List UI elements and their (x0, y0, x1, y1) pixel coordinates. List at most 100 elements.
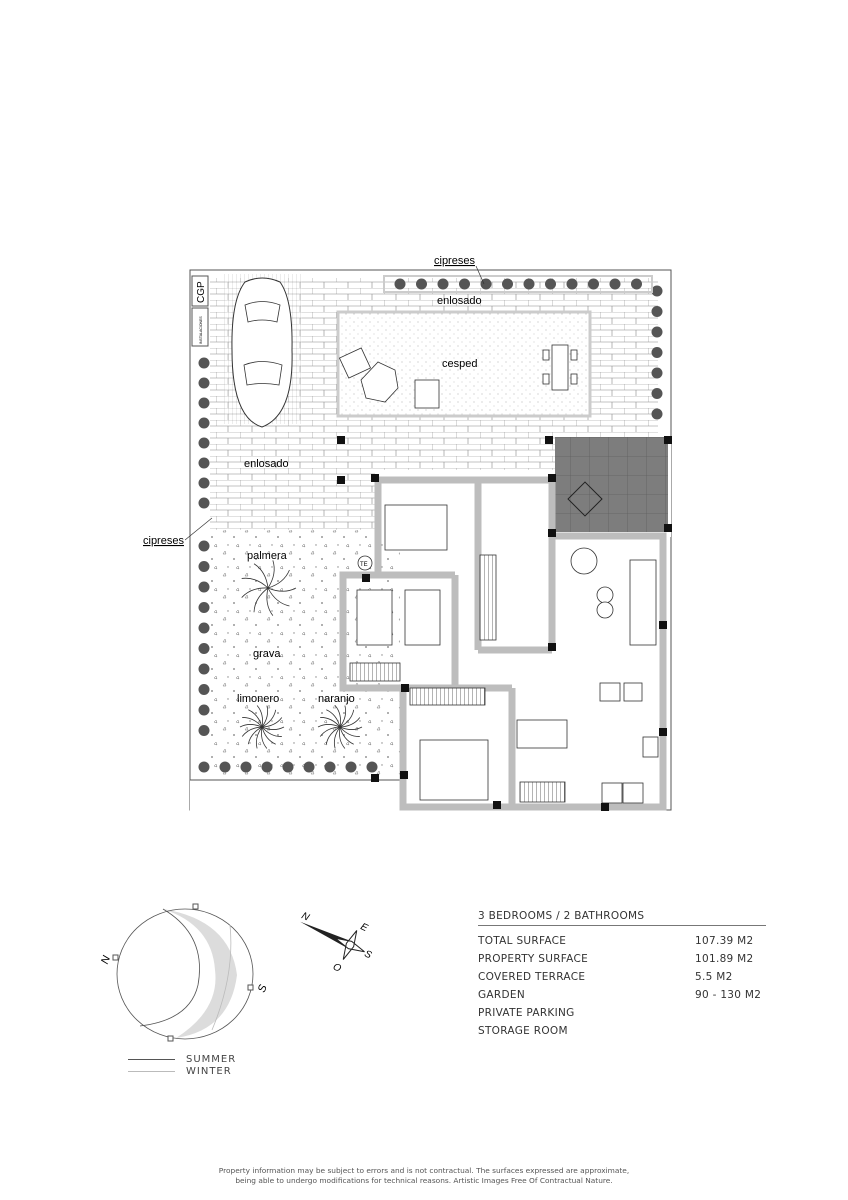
spec-value: 107.39 M2 (695, 935, 754, 947)
enlosado-left-label: enlosado (244, 458, 289, 470)
pillar (371, 474, 379, 482)
wardrobe-3 (409, 687, 486, 706)
summer-label: SUMMER (186, 1053, 237, 1065)
cypress-icon (198, 561, 210, 572)
cypress-icon (651, 367, 663, 379)
spec-label: PRIVATE PARKING (478, 1007, 575, 1019)
cypress-icon (651, 388, 663, 399)
specs-heading: 3 BEDROOMS / 2 BATHROOMS (478, 910, 766, 926)
pillar (548, 643, 556, 651)
cypress-icon (651, 285, 663, 297)
palm-tree-icon (241, 560, 297, 616)
cypress-icon (651, 306, 663, 317)
winter-line (128, 1070, 175, 1072)
cypress-icon (437, 278, 449, 290)
pillar (664, 524, 672, 532)
grava-label: grava (253, 648, 281, 660)
wardrobe-2 (349, 662, 401, 682)
pillar (337, 436, 345, 444)
cypress-icon (198, 357, 210, 369)
pillar (601, 803, 609, 811)
terrace-table (567, 481, 603, 517)
summer-line (128, 1058, 175, 1060)
plants (239, 560, 363, 749)
cypress-icon (198, 684, 210, 695)
cypress-icon (416, 278, 427, 290)
cypress-icon (198, 437, 210, 449)
spec-label: GARDEN (478, 989, 525, 1001)
disclaimer: Property information may be subject to e… (0, 1166, 848, 1185)
installations-label: INSTALACIONES (199, 316, 203, 344)
spec-label: TOTAL SURFACE (478, 935, 567, 947)
cypress-icon (566, 278, 578, 290)
cypress-icon (198, 540, 210, 552)
pillar (659, 621, 667, 629)
cypress-icon (198, 377, 210, 389)
cypress-icon (261, 761, 273, 773)
cypress-icon (609, 278, 621, 290)
cipreses-left-label: cipreses (143, 535, 184, 547)
cypress-icon (240, 761, 252, 773)
cypress-icon (394, 278, 406, 290)
property-specs: 3 BEDROOMS / 2 BATHROOMS TOTAL SURFACE 10… (478, 910, 766, 1040)
cypress-icon (545, 278, 556, 290)
pillar (400, 771, 408, 779)
disclaimer-line-1: Property information may be subject to e… (218, 1166, 630, 1175)
compass-s: S (362, 949, 373, 962)
wardrobe-1 (479, 554, 497, 641)
spec-label: STORAGE ROOM (478, 1025, 568, 1037)
cypress-icon (198, 417, 210, 429)
bed-2b (404, 589, 441, 646)
spec-row: STORAGE ROOM (478, 1022, 766, 1040)
cypress-icon (198, 477, 210, 489)
cypress-icon (198, 457, 210, 469)
cypress-icon (480, 278, 492, 290)
cypress-icon (198, 704, 210, 716)
cypress-icon (459, 278, 470, 290)
cypress-icon (198, 622, 210, 634)
spec-row: TOTAL SURFACE 107.39 M2 (478, 932, 766, 950)
cypress-icon (345, 761, 357, 773)
sofa (629, 559, 657, 646)
pillar (337, 476, 345, 484)
cypress-icon (198, 581, 210, 593)
gravel-garden (210, 530, 400, 778)
cypress-icon (651, 326, 663, 338)
naranjo-label: naranjo (318, 693, 355, 705)
palmera-label: palmera (247, 550, 288, 562)
cypress-icon (198, 602, 210, 613)
spec-label: PROPERTY SURFACE (478, 953, 589, 965)
cgp-label: CGP (196, 281, 207, 303)
bed-2a (356, 589, 393, 646)
cypress-icon (303, 761, 315, 773)
cypress-icon (523, 278, 535, 290)
cypress-icon (502, 278, 513, 290)
pillar (664, 436, 672, 444)
cypress-icon (198, 397, 210, 409)
winter-label: WINTER (186, 1065, 232, 1077)
cypress-icon (588, 278, 599, 290)
te-meter (357, 555, 373, 571)
compass-o: O (331, 961, 343, 974)
bed-3 (419, 739, 489, 801)
cypress-icon (282, 761, 294, 773)
compass-e: E (359, 921, 370, 934)
house-furniture (349, 504, 659, 804)
pillars (337, 436, 672, 811)
cypress-icon (198, 643, 210, 654)
cypress-icon (651, 408, 663, 420)
cypress-icon (198, 761, 210, 773)
sun-north-label: N (99, 954, 113, 966)
cipreses-top-label: cipreses (434, 255, 475, 267)
dining-table (516, 719, 568, 749)
covered-terrace (555, 437, 668, 532)
enlosado-top-label: enlosado (437, 295, 482, 307)
cypress-icon (631, 278, 642, 290)
cesped-label: cesped (442, 358, 477, 370)
pillar (659, 728, 667, 736)
pillar (362, 574, 370, 582)
pillar (548, 474, 556, 482)
